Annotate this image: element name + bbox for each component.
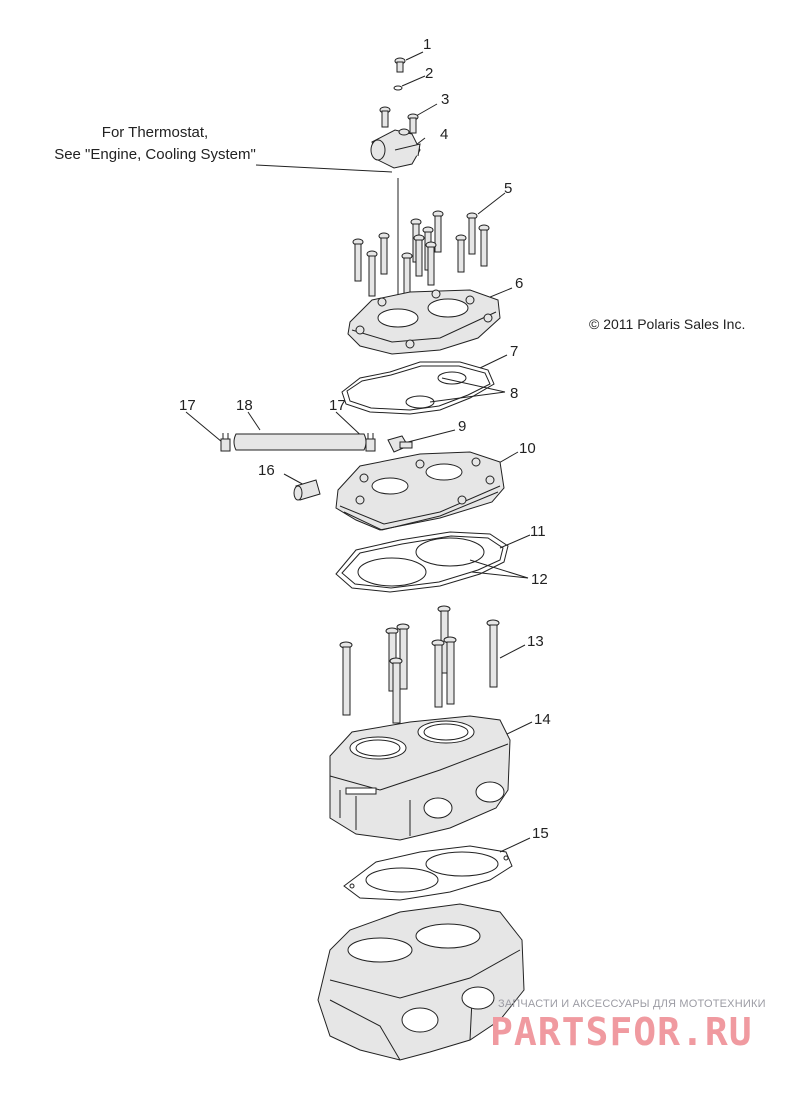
callout-13: 13	[527, 633, 544, 650]
thermostat-note: For Thermostat, See "Engine, Cooling Sys…	[20, 122, 290, 166]
callout-4: 4	[440, 126, 449, 143]
part-cylinder-14	[329, 715, 511, 841]
callout-1: 1	[423, 36, 432, 53]
part-head-cover-6	[347, 289, 501, 355]
callout-17-left: 17	[179, 397, 196, 414]
callout-9: 9	[458, 418, 467, 435]
callout-3: 3	[441, 91, 450, 108]
part-clamps-17	[220, 433, 376, 452]
callout-14: 14	[534, 711, 551, 728]
part-head-gasket-11	[335, 531, 509, 593]
part-gasket-7	[341, 361, 495, 415]
part-fitting-9	[387, 435, 413, 453]
watermark-brand-logo: PARTSFOR.RU	[490, 1010, 753, 1054]
callout-15: 15	[532, 825, 549, 842]
callout-17-right: 17	[329, 397, 346, 414]
callout-12: 12	[531, 571, 548, 588]
part-bolt-1	[394, 57, 406, 73]
thermostat-note-line1: For Thermostat,	[101, 124, 209, 141]
callout-5: 5	[504, 180, 513, 197]
callout-11: 11	[530, 523, 546, 540]
thermostat-note-line2: See "Engine, Cooling System"	[54, 146, 256, 163]
part-hose-18	[233, 433, 367, 451]
part-head-bolts-5	[352, 210, 490, 297]
watermark-tagline: ЗАПЧАСТИ И АКСЕССУАРЫ ДЛЯ МОТОТЕХНИКИ	[498, 998, 766, 1010]
part-base-gasket-15	[343, 845, 513, 901]
part-cylinder-bolts-13	[339, 605, 500, 724]
callout-7: 7	[510, 343, 519, 360]
callout-8: 8	[510, 385, 519, 402]
part-bolt-3	[379, 106, 419, 134]
callout-2: 2	[425, 65, 434, 82]
callout-18: 18	[236, 397, 253, 414]
part-orings-12	[357, 537, 485, 587]
copyright-text: © 2011 Polaris Sales Inc.	[589, 316, 746, 332]
part-cylinder-head-10	[335, 451, 505, 531]
callout-10: 10	[519, 440, 536, 457]
leader-lines	[185, 51, 533, 853]
part-oring-2	[393, 85, 403, 91]
callout-16: 16	[258, 462, 275, 479]
part-orings-8	[405, 371, 467, 409]
part-fitting-16	[293, 479, 321, 501]
callout-6: 6	[515, 275, 524, 292]
part-crankcase	[317, 903, 525, 1061]
part-thermostat-housing-4	[370, 128, 421, 169]
